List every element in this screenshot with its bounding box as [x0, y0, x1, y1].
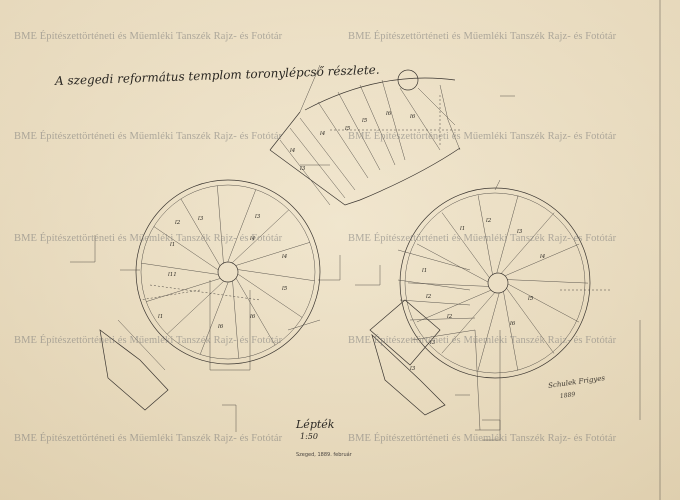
watermark-text: BME Építészettörténeti és Műemléki Tansz…: [348, 131, 617, 142]
svg-text:l1: l1: [460, 226, 465, 232]
svg-text:l2: l2: [426, 294, 432, 300]
watermark-text: BME Építészettörténeti és Műemléki Tansz…: [14, 31, 283, 42]
svg-text:l3: l3: [517, 229, 523, 235]
svg-text:l5: l5: [282, 286, 288, 292]
svg-text:l6: l6: [386, 111, 392, 117]
svg-text:l1: l1: [158, 314, 163, 320]
right-newel-circle: [487, 272, 509, 294]
svg-text:l6: l6: [250, 314, 256, 320]
watermark-text: BME Építészettörténeti és Műemléki Tansz…: [348, 335, 617, 346]
svg-text:l3: l3: [255, 214, 261, 220]
svg-text:l2: l2: [447, 314, 453, 320]
svg-text:l5: l5: [345, 126, 351, 132]
stamp-text: Szeged, 1889. február: [296, 452, 352, 458]
watermark-text: BME Építészettörténeti és Műemléki Tansz…: [348, 433, 617, 444]
svg-text:l4: l4: [320, 131, 326, 137]
watermark-text: BME Építészettörténeti és Műemléki Tansz…: [348, 233, 617, 244]
svg-text:l4: l4: [540, 254, 546, 260]
watermark-text: BME Építészettörténeti és Műemléki Tansz…: [14, 433, 283, 444]
right-landing: [371, 333, 446, 416]
svg-text:l1: l1: [422, 268, 427, 274]
left-newel-circle: [217, 261, 239, 283]
scale-value: 1:50: [300, 432, 318, 441]
top-stair-plan: [269, 64, 461, 206]
svg-text:l2: l2: [175, 220, 181, 226]
watermark-text: BME Építészettörténeti és Műemléki Tansz…: [348, 31, 617, 42]
svg-text:l6: l6: [410, 114, 416, 120]
right-outer-circle: [399, 187, 591, 379]
watermark-text: BME Építészettörténeti és Műemléki Tansz…: [14, 233, 283, 244]
right-stair-plan: [355, 179, 641, 441]
svg-text:l3: l3: [198, 216, 204, 222]
svg-text:l4: l4: [250, 236, 256, 242]
svg-text:l4: l4: [290, 148, 296, 154]
svg-text:l3: l3: [430, 340, 436, 346]
svg-text:l5: l5: [528, 296, 534, 302]
svg-text:l4: l4: [282, 254, 288, 260]
svg-text:l6: l6: [510, 321, 516, 327]
top-newel-circle: [397, 69, 419, 91]
watermark-text: BME Építészettörténeti és Műemléki Tansz…: [14, 335, 283, 346]
svg-text:l3: l3: [410, 366, 416, 372]
left-landing: [99, 329, 169, 411]
svg-text:l1: l1: [170, 242, 175, 248]
svg-text:l11: l11: [168, 272, 177, 278]
svg-text:l6: l6: [218, 324, 224, 330]
svg-text:l2: l2: [486, 218, 492, 224]
svg-text:l3: l3: [300, 166, 306, 172]
left-stair-plan: [70, 179, 341, 432]
scale-label: Lépték: [296, 418, 335, 431]
step-labels: l3 l4 l4 l5 l5 l6 l6 l2 l3 l3 l4 l4 l5 l6 l6 l1…: [158, 111, 546, 372]
left-outer-circle: [135, 179, 321, 365]
svg-text:l5: l5: [362, 118, 368, 124]
watermark-text: BME Építészettörténeti és Műemléki Tansz…: [14, 131, 283, 142]
